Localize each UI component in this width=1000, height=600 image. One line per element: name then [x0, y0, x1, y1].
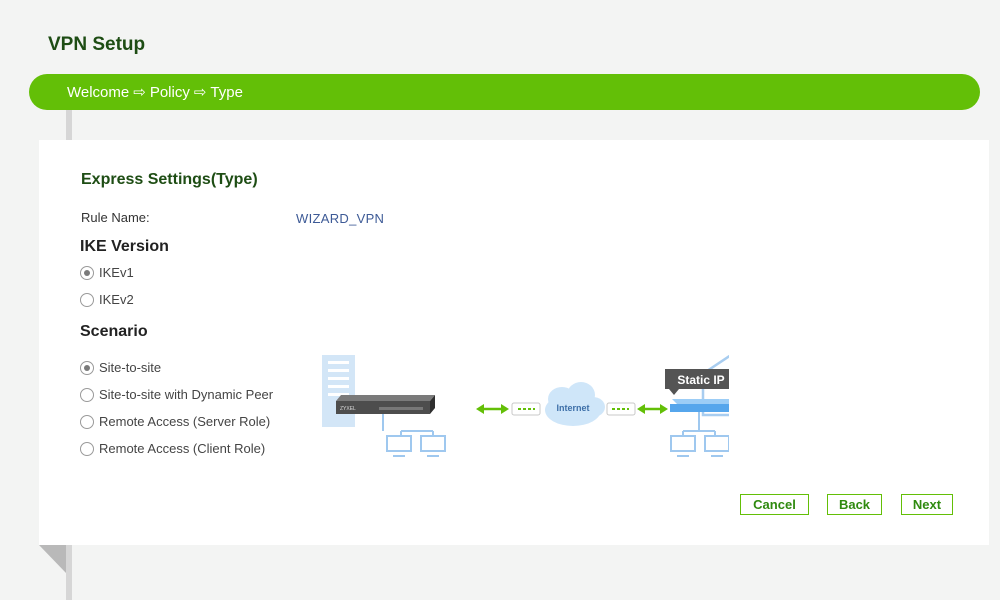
step-arrow-icon: ⇨: [133, 84, 146, 101]
rule-name-label: Rule Name:: [81, 210, 150, 225]
double-arrow-icon: [476, 404, 509, 414]
router-device-icon: [670, 399, 729, 412]
radio-unchecked-icon[interactable]: [80, 387, 94, 402]
step-policy: Policy: [149, 84, 190, 101]
office-building-icon: [322, 355, 355, 427]
radio-unchecked-icon[interactable]: [80, 292, 94, 307]
step-welcome: Welcome: [67, 84, 130, 101]
vpn-topology-diagram: ZYXEL Int: [322, 355, 729, 457]
scenario-heading: Scenario: [80, 323, 148, 340]
radio-remote-access-client-label: Remote Access (Client Role): [99, 441, 266, 456]
internet-cloud-icon: Internet: [511, 382, 636, 426]
radio-checked-icon[interactable]: [80, 360, 94, 375]
radio-remote-access-server[interactable]: Remote Access (Server Role): [80, 414, 270, 429]
firewall-device-icon: ZYXEL: [336, 395, 435, 414]
radio-remote-access-server-label: Remote Access (Server Role): [99, 414, 271, 429]
panel-fold-corner: [39, 545, 66, 573]
step-arrow-icon: ⇨: [193, 84, 207, 101]
radio-ikev1-label: IKEv1: [99, 265, 134, 280]
radio-site-to-site[interactable]: Site-to-site: [80, 360, 161, 375]
radio-unchecked-icon[interactable]: [80, 441, 94, 456]
left-lan-icon: [382, 414, 446, 457]
page-title: VPN Setup: [48, 34, 146, 55]
radio-checked-icon[interactable]: [80, 265, 94, 280]
rule-name-value: WIZARD_VPN: [296, 211, 385, 226]
wizard-progress-bar: Welcome⇨Policy⇨Type: [29, 74, 980, 110]
static-ip-tag: Static IP: [665, 369, 729, 395]
wizard-steps: Welcome⇨Policy⇨Type: [67, 83, 243, 101]
double-arrow-icon: [637, 404, 668, 414]
radio-remote-access-client[interactable]: Remote Access (Client Role): [80, 441, 265, 456]
right-lan-icon: [670, 412, 729, 457]
radio-site-to-site-dynamic-peer-label: Site-to-site with Dynamic Peer: [99, 387, 274, 402]
radio-ikev1[interactable]: IKEv1: [80, 265, 134, 280]
step-type: Type: [210, 84, 243, 101]
ike-version-heading: IKE Version: [80, 238, 169, 255]
cancel-button[interactable]: Cancel: [740, 494, 809, 515]
section-title: Express Settings(Type): [81, 171, 258, 188]
back-button[interactable]: Back: [827, 494, 882, 515]
static-ip-label: Static IP: [677, 373, 724, 387]
radio-ikev2[interactable]: IKEv2: [80, 292, 134, 307]
radio-unchecked-icon[interactable]: [80, 414, 94, 429]
radio-ikev2-label: IKEv2: [99, 292, 134, 307]
next-button[interactable]: Next: [901, 494, 953, 515]
device-brand-label: ZYXEL: [340, 406, 356, 412]
internet-label: Internet: [556, 403, 589, 413]
radio-site-to-site-dynamic-peer[interactable]: Site-to-site with Dynamic Peer: [80, 387, 273, 402]
radio-site-to-site-label: Site-to-site: [99, 360, 162, 375]
express-settings-panel: Express Settings(Type) Rule Name: WIZARD…: [39, 140, 989, 545]
